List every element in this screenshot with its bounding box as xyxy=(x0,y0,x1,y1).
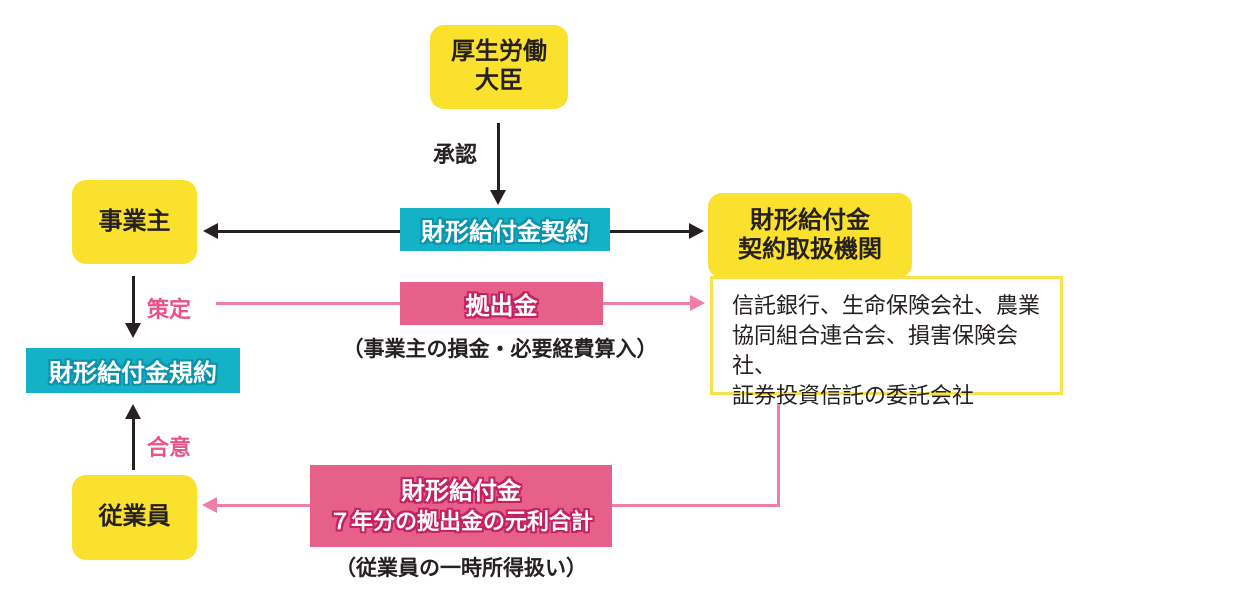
formulate-arrow-line xyxy=(132,276,135,324)
approval-arrowhead-down-icon xyxy=(490,190,506,205)
formulate-edge-label: 策定 xyxy=(147,297,192,322)
benefit-edge-vline xyxy=(777,404,780,507)
formulate-arrowhead-down-icon xyxy=(125,323,141,338)
contribution-arrowhead-right-icon xyxy=(690,295,705,311)
band-benefit: 財形給付金 ７年分の拠出金の元利合計 xyxy=(310,465,612,547)
approval-arrow-line xyxy=(497,123,500,191)
agreement-arrow-line xyxy=(132,418,135,470)
band-contribution: 拠出金 xyxy=(400,282,603,325)
node-employee: 従業員 xyxy=(72,475,197,560)
agreement-arrowhead-up-icon xyxy=(125,404,141,419)
institution-list-box: 信託銀行、生命保険会社、農業 協同組合連合会、損害保険会社、 証券投資信託の委託… xyxy=(710,276,1063,408)
benefit-note: （従業員の一時所得扱い） xyxy=(335,557,587,580)
approval-edge-label: 承認 xyxy=(433,142,478,167)
node-minister: 厚生労働 大臣 xyxy=(430,25,568,109)
band-rules: 財形給付金規約 xyxy=(26,348,240,393)
benefit-label-line1: 財形給付金 xyxy=(401,478,521,505)
benefit-label-line2: ７年分の拠出金の元利合計 xyxy=(328,509,593,534)
contract-arrowhead-right-icon xyxy=(689,223,704,239)
contract-arrowhead-left-icon xyxy=(203,223,218,239)
node-employer: 事業主 xyxy=(72,180,197,264)
band-contract: 財形給付金契約 xyxy=(400,208,610,251)
contribution-note: （事業主の損金・必要経費算入） xyxy=(342,338,658,361)
benefit-arrowhead-left-icon xyxy=(202,497,217,513)
node-institution: 財形給付金 契約取扱機関 xyxy=(708,193,912,278)
agreement-edge-label: 合意 xyxy=(147,435,192,460)
